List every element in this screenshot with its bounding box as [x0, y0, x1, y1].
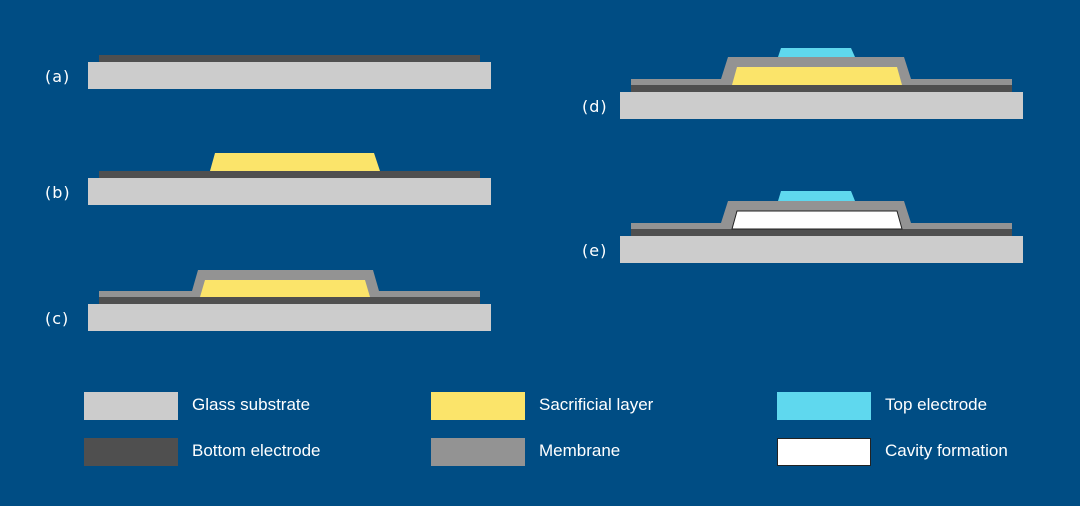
legend-label-cavity-formation: Cavity formation [885, 441, 1008, 460]
bottom-electrode [631, 85, 1012, 92]
step-label-a: (a) [45, 67, 71, 86]
step-a-stack [88, 55, 491, 89]
legend-label-top-electrode: Top electrode [885, 395, 988, 414]
step-b-stack [88, 153, 491, 205]
sacrificial-layer [732, 67, 902, 85]
cavity [731, 210, 903, 230]
legend-label-glass-substrate: Glass substrate [192, 395, 311, 414]
membrane-swatch [431, 438, 525, 466]
glass-substrate [620, 92, 1023, 119]
top-electrode-swatch [777, 392, 871, 420]
glass-substrate-swatch [84, 392, 178, 420]
glass-substrate [620, 236, 1023, 263]
bottom-electrode [631, 229, 1012, 236]
sacrificial-layer-swatch [431, 392, 525, 420]
bottom-electrode [99, 171, 480, 178]
glass-substrate [88, 178, 491, 205]
top-electrode [778, 191, 855, 201]
legend-label-sacrificial-layer: Sacrificial layer [539, 395, 654, 414]
legend-label-bottom-electrode: Bottom electrode [192, 441, 321, 460]
top-electrode [778, 48, 855, 57]
cavity-formation-swatch [777, 438, 871, 466]
glass-substrate [88, 304, 491, 331]
step-label-b: (b) [45, 183, 71, 202]
sacrificial-layer [210, 153, 380, 171]
step-e-stack [620, 191, 1023, 263]
bottom-electrode-swatch [84, 438, 178, 466]
step-label-d: (d) [582, 97, 608, 116]
bottom-electrode [99, 297, 480, 304]
glass-substrate [88, 62, 491, 89]
step-label-c: (c) [45, 309, 70, 328]
bottom-electrode [99, 55, 480, 62]
step-label-e: (e) [582, 241, 608, 260]
legend-label-membrane: Membrane [539, 441, 621, 460]
step-c-stack [88, 270, 491, 331]
sacrificial-layer [200, 280, 370, 297]
step-d-stack [620, 48, 1023, 119]
